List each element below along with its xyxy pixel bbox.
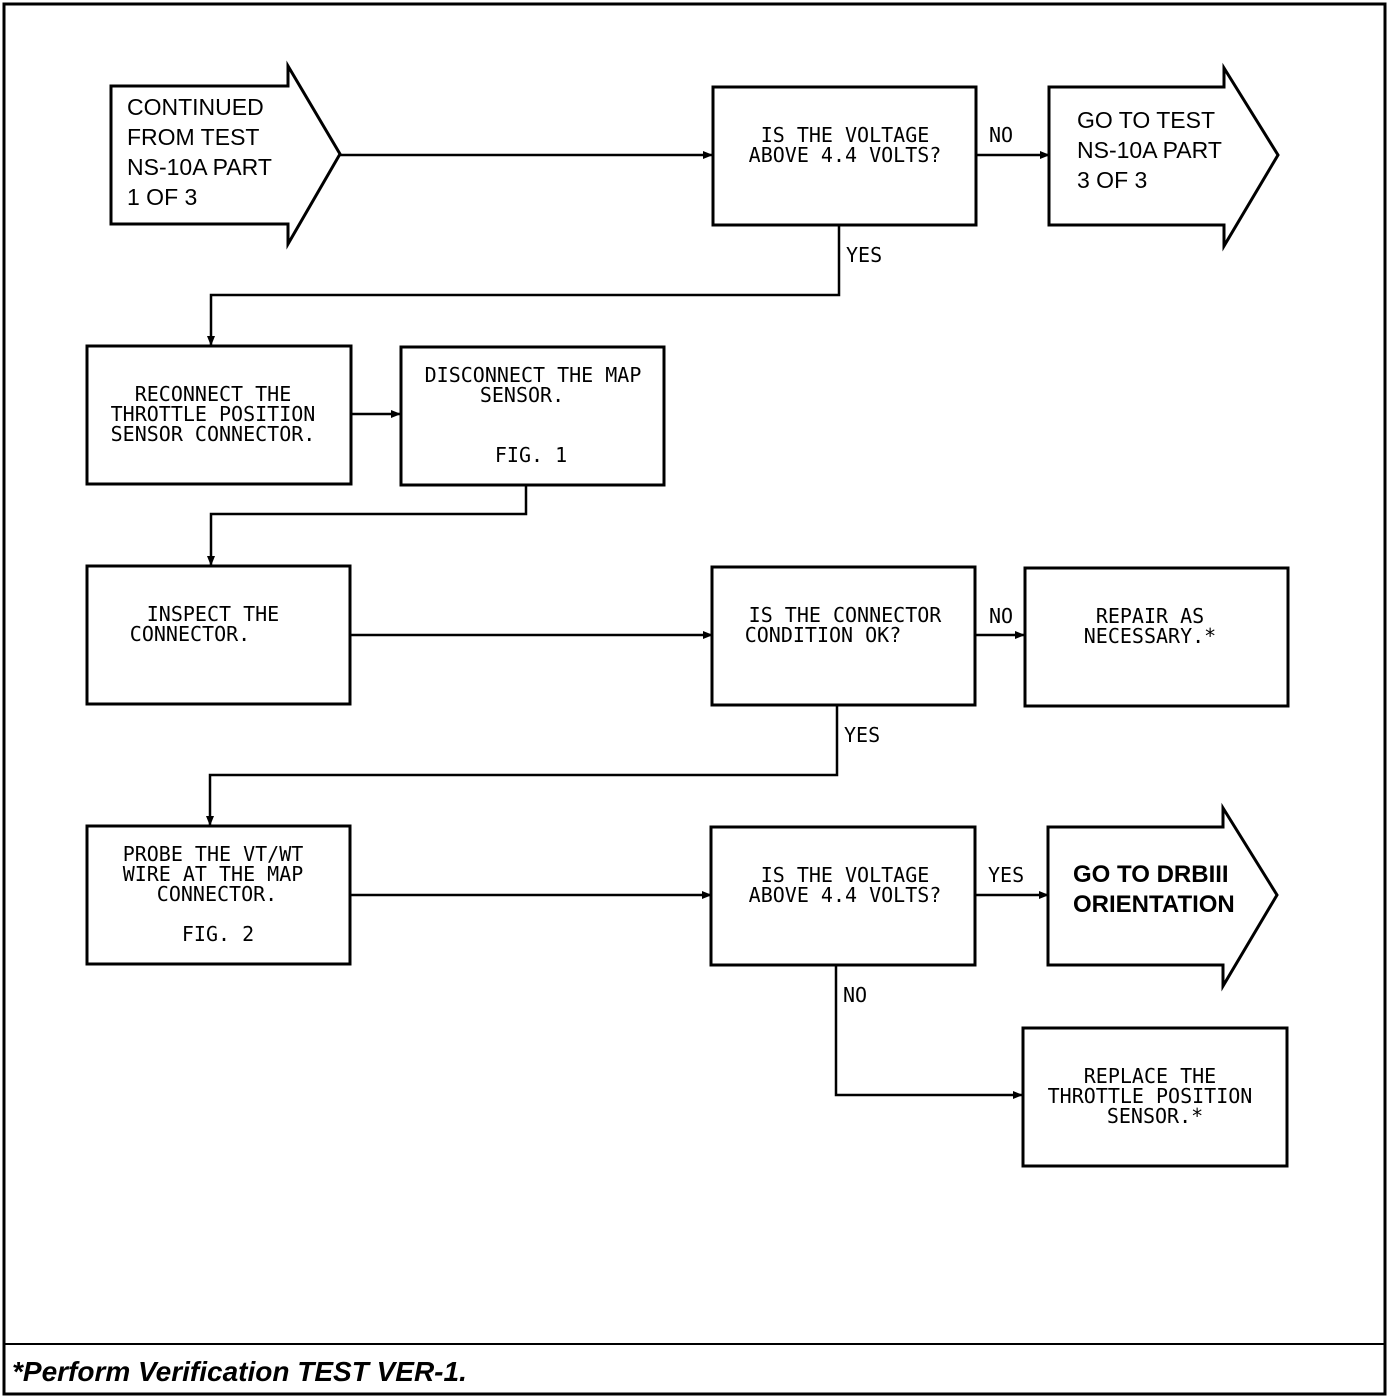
q2-yes-label: YES — [844, 723, 880, 747]
reconnect-line-1: RECONNECT THE — [135, 382, 292, 406]
q2-line-2: CONDITION OK? — [745, 623, 902, 647]
q2-no-label: NO — [989, 604, 1013, 628]
probe-fig: FIG. 2 — [182, 922, 254, 946]
q1-yes-label: YES — [846, 243, 882, 267]
goto-part3-line-1: GO TO TEST — [1077, 107, 1215, 133]
goto-part3-arrow-shape — [1047, 62, 1280, 252]
repair-box — [1023, 566, 1290, 708]
q1-line-1: IS THE VOLTAGE — [761, 123, 930, 147]
disconnect-fig: FIG. 1 — [495, 443, 567, 467]
entry-line-2: FROM TEST — [127, 124, 259, 150]
decision-q2-box — [710, 565, 977, 707]
connector-disconnect-to-inspect — [207, 485, 528, 566]
goto-drb-arrow-shape — [1046, 802, 1279, 992]
replace-box — [1021, 1026, 1289, 1168]
q2-line-1: IS THE CONNECTOR — [749, 603, 943, 627]
footer-note: *Perform Verification TEST VER-1. — [12, 1356, 467, 1387]
goto-part3-line-3: 3 OF 3 — [1077, 167, 1147, 193]
replace-line-1: REPLACE THE — [1084, 1064, 1216, 1088]
connector-q1-yes — [207, 225, 841, 346]
q3-line-2: ABOVE 4.4 VOLTS? — [749, 883, 942, 907]
repair-line-2: NECESSARY.* — [1084, 624, 1216, 648]
q3-no-label: NO — [843, 983, 867, 1007]
q3-yes-label: YES — [988, 863, 1024, 887]
goto-drb-line-1: GO TO DRBIII — [1073, 861, 1229, 888]
repair-line-1: REPAIR AS — [1096, 604, 1204, 628]
disconnect-line-2: SENSOR. — [480, 383, 564, 407]
inspect-box — [85, 564, 352, 706]
goto-drb-line-2: ORIENTATION — [1073, 891, 1235, 918]
entry-line-4: 1 OF 3 — [127, 184, 197, 210]
entry-arrow-shape — [109, 60, 342, 250]
entry-text: CONTINUED FROM TEST NS-10A PART 1 OF 3 — [127, 94, 272, 210]
probe-line-3: CONNECTOR. — [157, 882, 277, 906]
reconnect-line-2: THROTTLE POSITION — [111, 402, 316, 426]
probe-line-2: WIRE AT THE MAP — [123, 862, 304, 886]
probe-line-1: PROBE THE VT/WT — [123, 842, 304, 866]
decision-q3-box — [709, 825, 977, 967]
q1-no-label: NO — [989, 123, 1013, 147]
replace-line-3: SENSOR.* — [1107, 1104, 1203, 1128]
disconnect-line-1: DISCONNECT THE MAP — [425, 363, 642, 387]
inspect-line-1: INSPECT THE — [147, 602, 279, 626]
connector-q2-yes — [206, 705, 839, 826]
entry-line-3: NS-10A PART — [127, 154, 272, 180]
disconnect-box — [399, 345, 666, 487]
replace-line-2: THROTTLE POSITION — [1048, 1084, 1253, 1108]
probe-box — [85, 824, 352, 966]
reconnect-line-3: SENSOR CONNECTOR. — [111, 422, 316, 446]
q1-line-2: ABOVE 4.4 VOLTS? — [749, 143, 942, 167]
q3-line-1: IS THE VOLTAGE — [761, 863, 930, 887]
entry-line-1: CONTINUED — [127, 94, 264, 120]
connector-q3-no — [834, 965, 1023, 1099]
inspect-line-2: CONNECTOR. — [130, 622, 250, 646]
goto-part3-line-2: NS-10A PART — [1077, 137, 1222, 163]
